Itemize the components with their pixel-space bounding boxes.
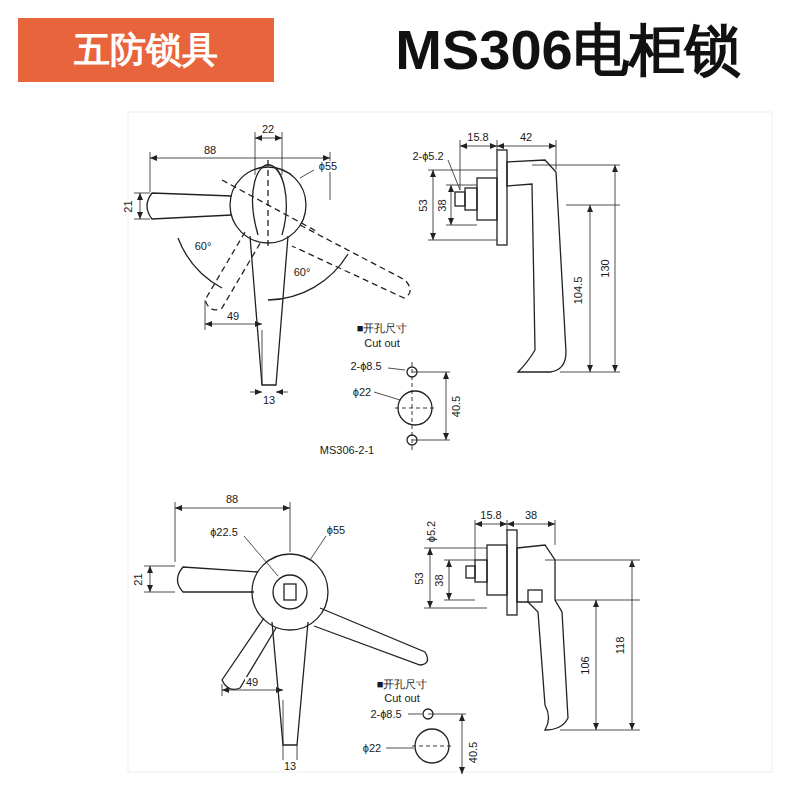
dimension-label: 2-ϕ8.5 [369,709,402,720]
dimension-label: 2-ϕ8.5 [349,361,382,372]
dimension-label: ϕ22.5 [209,527,239,538]
dimension-label: 40.5 [468,740,479,763]
dimension-label: Cut out [383,693,420,704]
dimension-label: 88 [225,494,239,505]
dimension-label: 13 [262,395,276,406]
dimension-label: 15.8 [479,510,502,521]
dimension-label: 42 [519,132,533,143]
page-title: MS306电柜锁 [395,22,740,78]
dimension-label: 2-ϕ5.2 [411,151,444,162]
banner-text: 五防锁具 [74,32,218,68]
dimension-label: 130 [599,258,610,278]
dimension-label: ■开孔尺寸 [356,323,409,334]
dimension-label: 21 [123,199,134,213]
dimension-label: MS306-2-1 [319,445,375,456]
dimension-label: 13 [283,761,297,772]
dimension-label: 15.8 [466,132,489,143]
dimension-label: 60° [194,241,213,252]
dimension-label: ϕ55 [318,161,338,172]
dimension-label: ■开孔尺寸 [376,679,429,690]
dimension-label: 21 [133,572,144,586]
dimension-label: 88 [203,145,217,156]
dimension-label: 106 [579,655,590,675]
dimension-label: 22 [261,124,275,135]
dimension-label: ϕ22 [352,387,372,398]
brand-banner: 五防锁具 [18,18,274,82]
dimension-label: 53 [414,571,425,585]
dimension-label: 53 [418,198,429,212]
dimension-label: ϕ55 [326,525,346,536]
dimension-label: 38 [434,573,445,587]
dimension-label: 40.5 [451,394,462,417]
dimension-label: 104.5 [574,275,585,305]
dimension-label: ϕ5.2 [426,519,437,542]
dimension-label: 60° [293,267,312,278]
dimension-label: 38 [524,510,538,521]
dimension-label: Cut out [363,338,400,349]
dimension-label: ϕ22 [362,743,382,754]
dimension-label: 49 [226,311,240,322]
dimension-label: 118 [615,635,626,655]
dimension-label: 49 [245,677,259,688]
dimension-label: 38 [437,198,448,212]
